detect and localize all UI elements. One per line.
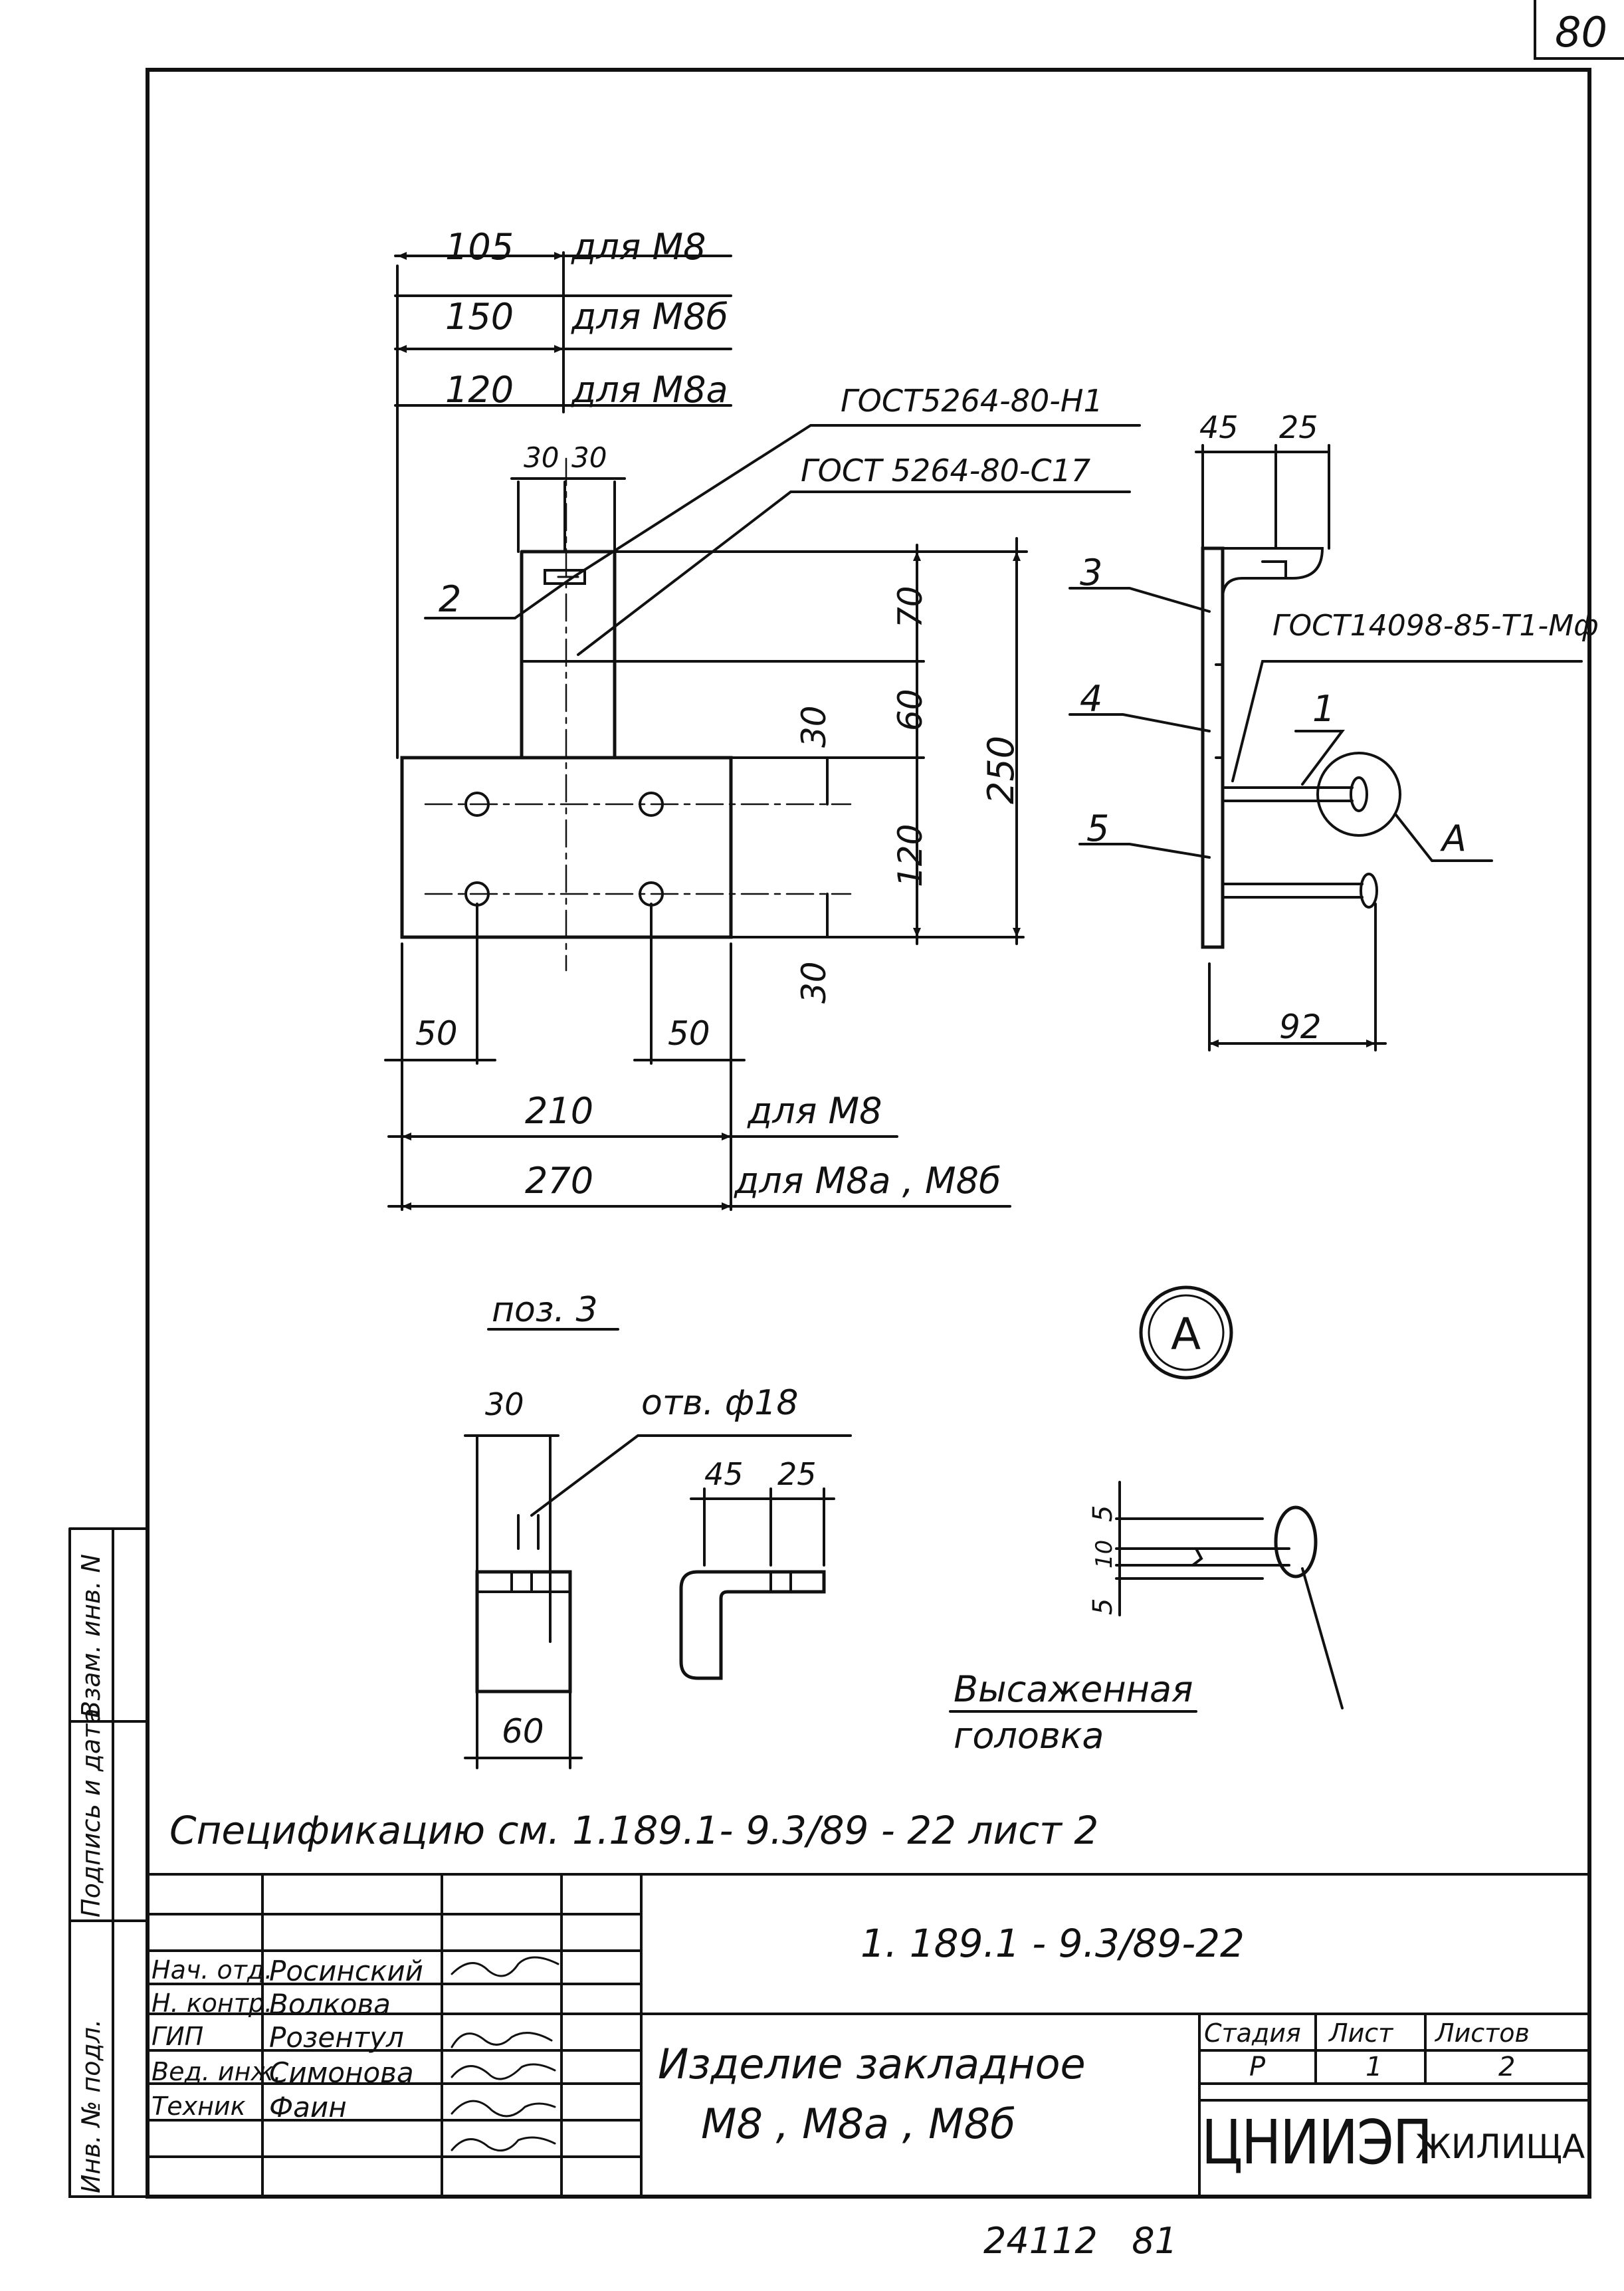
dim-105: 105 — [445, 226, 514, 268]
approval-name: Волкова — [269, 1988, 391, 2020]
gost-14098-note: ГОСТ14098-85-Т1-Мф — [1272, 609, 1599, 643]
dim-note-m8: для М8 — [571, 226, 706, 268]
dim-120-vertical: 120 — [891, 823, 930, 887]
approval-name: Фаин — [269, 2091, 347, 2124]
sheet-value: 1 — [1366, 2052, 1383, 2082]
approval-name: Симонова — [269, 2056, 414, 2089]
upset-head-label-line2: головка — [954, 1715, 1104, 1757]
detail-a-dim-5-top: 5 — [1088, 1505, 1118, 1522]
gost-h1-note: ГОСТ5264-80-Н1 — [841, 383, 1103, 419]
dim-150: 150 — [445, 296, 514, 338]
dim-50-right: 50 — [668, 1014, 710, 1053]
pos3-dim-30: 30 — [485, 1386, 524, 1422]
approval-role: Н. контр. — [152, 1989, 273, 2018]
detail-a-dim-10: 10 — [1091, 1539, 1118, 1569]
position-2-label: 2 — [439, 578, 462, 620]
product-title-line1: Изделие закладное — [658, 2040, 1086, 2088]
pos3-title: поз. 3 — [492, 1290, 598, 1330]
page-number: 80 — [1555, 8, 1607, 56]
approval-role: Нач. отд. — [152, 1955, 273, 1985]
dim-120-top: 120 — [445, 369, 514, 411]
dim-note-m8a-m8b: для М8а , М8б — [734, 1160, 1001, 1202]
approval-name: Розентул — [269, 2021, 404, 2054]
sheet-header: Лист — [1329, 2018, 1393, 2048]
pos3-hole-note: отв. ф18 — [641, 1383, 799, 1423]
dim-note-m8-bottom: для М8 — [748, 1090, 882, 1132]
position-3-label: 3 — [1080, 552, 1103, 594]
bottom-numbers: 24112 81 — [983, 2220, 1177, 2262]
stamp-inv-original: Инв. № подл. — [76, 2018, 106, 2193]
upset-head-label-line1: Высаженная — [954, 1668, 1193, 1710]
dim-50-left: 50 — [415, 1014, 458, 1053]
stage-value: Р — [1249, 2052, 1266, 2082]
dim-92: 92 — [1279, 1008, 1322, 1046]
stamp-inv-replace: Взам. инв. N — [76, 1554, 106, 1718]
position-4-label: 4 — [1080, 678, 1103, 720]
callout-a-label: А — [1442, 818, 1467, 859]
specification-note: Спецификацию см. 1.189.1- 9.3/89 - 22 ли… — [169, 1808, 1099, 1853]
dim-30-left: 30 — [524, 441, 559, 474]
approval-name: Росинский — [269, 1955, 423, 1987]
dim-70: 70 — [891, 586, 930, 628]
dim-note-m8b: для М8б — [571, 296, 728, 338]
stage-header: Стадия — [1204, 2018, 1301, 2048]
dim-30-right: 30 — [571, 441, 607, 474]
approval-role: Вед. инж. — [152, 2057, 282, 2086]
sheets-header: Листов — [1435, 2018, 1530, 2048]
organization-name: ЦНИИЭП — [1201, 2106, 1433, 2178]
dim-note-m8a: для М8а — [571, 369, 728, 411]
pos3-dim-45: 45 — [704, 1456, 744, 1492]
gost-c17-note: ГОСТ 5264-80-С17 — [801, 453, 1091, 489]
document-code: 1. 189.1 - 9.3/89-22 — [861, 1921, 1245, 1966]
approval-role: ГИП — [152, 2022, 204, 2051]
sheets-value: 2 — [1498, 2052, 1516, 2082]
dim-45: 45 — [1199, 409, 1239, 445]
approval-role: Техник — [152, 2092, 246, 2121]
dim-60: 60 — [891, 689, 930, 731]
pos3-dim-60: 60 — [502, 1712, 544, 1751]
organization-subname: ЖИЛИЩА — [1415, 2127, 1585, 2166]
product-title-line2: М8 , М8а , М8б — [701, 2100, 1016, 2148]
dim-25: 25 — [1279, 409, 1318, 445]
dim-270: 270 — [525, 1160, 594, 1202]
dim-210: 210 — [525, 1090, 594, 1132]
position-5-label: 5 — [1086, 808, 1110, 849]
pos3-dim-25: 25 — [777, 1456, 817, 1492]
detail-a-label: А — [1171, 1309, 1201, 1360]
detail-a-dim-5-bottom: 5 — [1088, 1598, 1118, 1615]
dim-250: 250 — [980, 735, 1022, 804]
dim-30-lower: 30 — [795, 961, 833, 1004]
position-1-label: 1 — [1312, 688, 1336, 730]
stamp-sign-date: Подпись и дата — [76, 1708, 106, 1917]
dim-30-upper: 30 — [795, 705, 833, 748]
